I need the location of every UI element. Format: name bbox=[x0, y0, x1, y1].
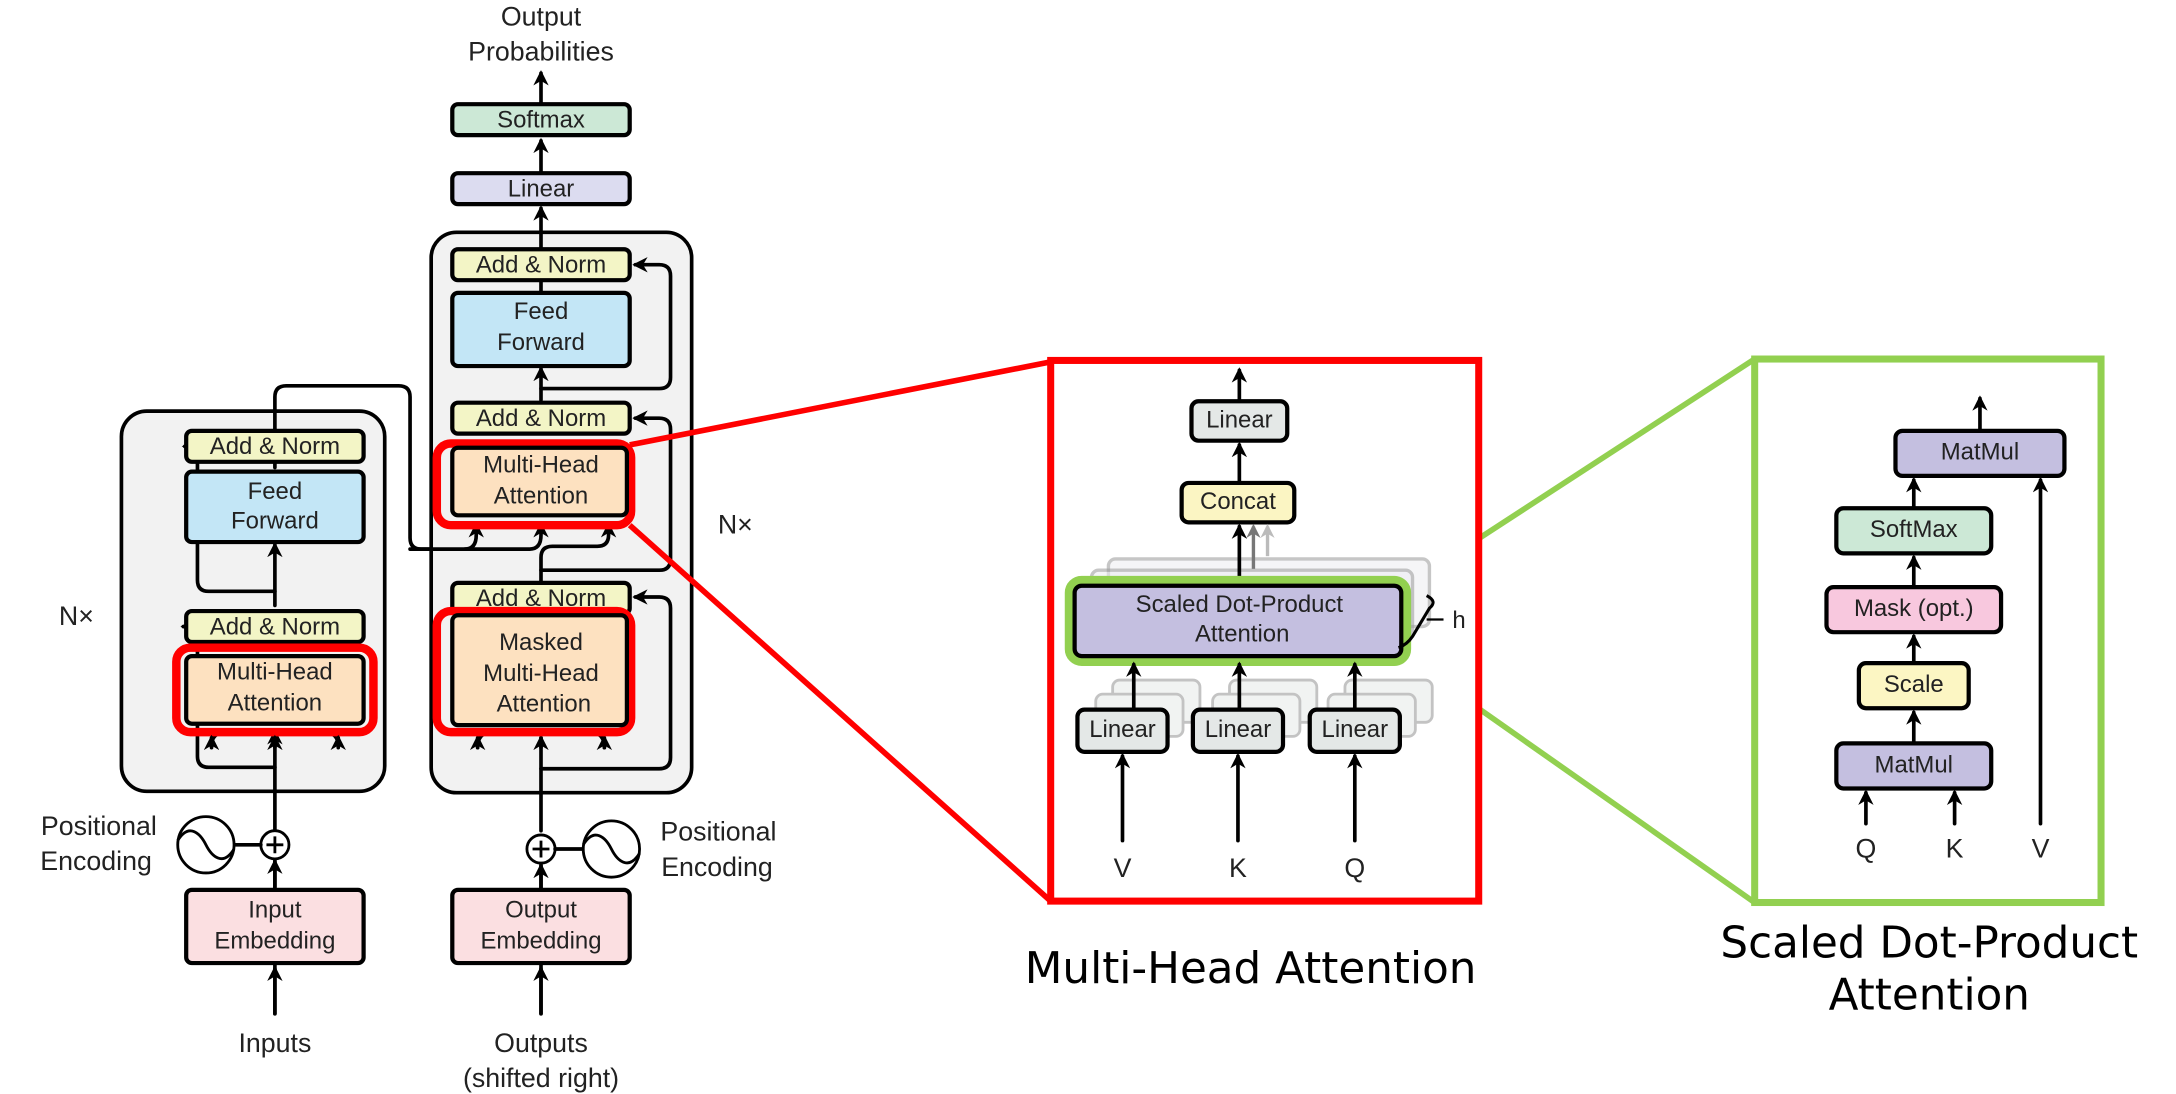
sdpa-mask bbox=[1824, 585, 2004, 635]
encoder-positional-label-1: Positional bbox=[41, 811, 157, 841]
decoder-cross-attention-line1: Multi-Head bbox=[483, 451, 599, 478]
sdpa-caption-line1: Scaled Dot-Product bbox=[1720, 917, 2138, 968]
decoder-linear bbox=[450, 171, 632, 207]
sdpa-matmul-bottom bbox=[1834, 741, 1994, 791]
decoder-cross-attention-line2: Attention bbox=[494, 482, 588, 509]
decoder-outputs-label-1: Outputs bbox=[494, 1028, 588, 1058]
mha-linear-q bbox=[1307, 707, 1402, 754]
decoder-sine-wave-icon bbox=[581, 819, 641, 879]
encoder-sine-wave-icon bbox=[176, 815, 236, 875]
decoder-linear-label: Linear bbox=[508, 175, 575, 202]
decoder-masked-attention-line2: Multi-Head bbox=[483, 660, 599, 687]
sdpa-caption-line2: Attention bbox=[1829, 970, 2030, 1021]
sdpa-input-v: V bbox=[2032, 833, 2050, 863]
mha-linear-k bbox=[1190, 707, 1286, 754]
encoder-inputs-label: Inputs bbox=[238, 1028, 311, 1058]
encoder-input-embedding bbox=[184, 887, 366, 966]
decoder-masked-attention-line3: Attention bbox=[497, 691, 591, 718]
encoder-add-norm-ffn bbox=[184, 428, 366, 464]
encoder-add-norm-attn-label: Add & Norm bbox=[210, 613, 340, 640]
sdpa-scale bbox=[1856, 661, 1971, 711]
encoder-repeat-label: N× bbox=[59, 601, 94, 631]
mha-concat-label: Concat bbox=[1200, 488, 1276, 515]
mha-linear-q-label: Linear bbox=[1322, 716, 1389, 743]
decoder-feed-forward-line1: Feed bbox=[514, 298, 569, 325]
mha-linear-k-label: Linear bbox=[1205, 716, 1272, 743]
mha-linear-v-label: Linear bbox=[1089, 716, 1156, 743]
mha-input-v: V bbox=[1114, 853, 1132, 883]
decoder-feed-forward bbox=[450, 290, 632, 369]
multi-head-caption: Multi-Head Attention bbox=[1025, 943, 1477, 994]
sdpa-scale-label: Scale bbox=[1884, 671, 1944, 698]
decoder-softmax bbox=[450, 102, 632, 138]
decoder-output-embedding bbox=[450, 887, 632, 966]
encoder-add-norm-ffn-label: Add & Norm bbox=[210, 433, 340, 460]
encoder-attention-highlight bbox=[172, 643, 378, 737]
decoder-output-label-1: Output bbox=[501, 1, 582, 31]
sdpa-softmax bbox=[1834, 506, 1994, 556]
decoder-add-norm-ffn-label: Add & Norm bbox=[476, 251, 606, 278]
sdpa-matmul-top bbox=[1893, 428, 2067, 479]
encoder-feed-forward bbox=[184, 469, 366, 545]
encoder-feed-forward-line1: Feed bbox=[248, 478, 303, 505]
decoder-masked-attention-line1: Masked bbox=[499, 629, 583, 656]
mha-scaled-dot-product-attention bbox=[1072, 583, 1404, 659]
mha-input-k: K bbox=[1229, 853, 1247, 883]
encoder-embedding-line1: Input bbox=[248, 896, 302, 923]
encoder-multi-head-attention bbox=[184, 654, 366, 726]
mha-heads-label: h bbox=[1452, 607, 1465, 634]
decoder-positional-label-1: Positional bbox=[660, 817, 776, 847]
sdpa-matmul-bottom-label: MatMul bbox=[1875, 751, 1953, 778]
decoder-masked-attention-highlight bbox=[432, 606, 636, 737]
encoder-positional-label-2: Encoding bbox=[40, 846, 152, 876]
encoder-add-norm-attn bbox=[184, 608, 366, 645]
decoder-embedding-line1: Output bbox=[505, 896, 577, 923]
heads-brace-icon bbox=[1397, 594, 1435, 650]
sdpa-mask-label: Mask (opt.) bbox=[1854, 595, 1974, 622]
mha-sdpa-line1: Scaled Dot-Product bbox=[1136, 591, 1344, 618]
mha-sdpa-line2: Attention bbox=[1195, 620, 1289, 647]
sdpa-input-q: Q bbox=[1856, 833, 1877, 863]
red-zoom-connector-bottom bbox=[627, 523, 1053, 904]
mha-concat bbox=[1179, 480, 1297, 525]
encoder-feed-forward-line2: Forward bbox=[231, 508, 319, 535]
decoder-multi-head-attention bbox=[450, 445, 629, 518]
decoder-feed-forward-line2: Forward bbox=[497, 329, 585, 356]
sdpa-input-k: K bbox=[1946, 833, 1964, 863]
sdpa-softmax-label: SoftMax bbox=[1870, 516, 1958, 543]
encoder: N× Add & Norm Feed Forward Add & Norm Mu… bbox=[40, 383, 467, 1058]
mha-linear-v bbox=[1075, 707, 1170, 754]
decoder-embedding-line2: Embedding bbox=[480, 927, 601, 954]
decoder-masked-multi-head-attention bbox=[450, 613, 629, 728]
decoder-repeat-label: N× bbox=[718, 510, 753, 540]
scaled-dot-product-panel: MatMul SoftMax Mask (opt.) Scale MatMul … bbox=[1720, 355, 2138, 1021]
encoder-embedding-line2: Embedding bbox=[214, 927, 335, 954]
decoder-positional-label-2: Encoding bbox=[661, 852, 773, 882]
encoder-to-decoder-wire bbox=[273, 383, 467, 551]
decoder-outputs-label-2: (shifted right) bbox=[463, 1063, 619, 1093]
decoder-add-norm-cross-label: Add & Norm bbox=[476, 405, 606, 432]
mha-input-q: Q bbox=[1344, 853, 1365, 883]
decoder: Output Probabilities Softmax Linear N× A… bbox=[408, 1, 776, 1093]
encoder-attention-line2: Attention bbox=[228, 689, 322, 716]
decoder-cross-attention-highlight bbox=[432, 439, 636, 530]
mha-linear-out-label: Linear bbox=[1206, 406, 1273, 433]
decoder-output-label-2: Probabilities bbox=[468, 37, 614, 67]
multi-head-attention-panel: Linear Concat Scaled Dot-Product Attenti… bbox=[1025, 356, 1483, 994]
red-zoom-connector-top bbox=[629, 359, 1052, 448]
decoder-add-norm-cross bbox=[450, 400, 632, 436]
decoder-softmax-label: Softmax bbox=[497, 106, 585, 133]
sdpa-matmul-top-label: MatMul bbox=[1941, 439, 2019, 466]
encoder-attention-line1: Multi-Head bbox=[217, 658, 333, 685]
mha-linear-out bbox=[1189, 399, 1290, 443]
